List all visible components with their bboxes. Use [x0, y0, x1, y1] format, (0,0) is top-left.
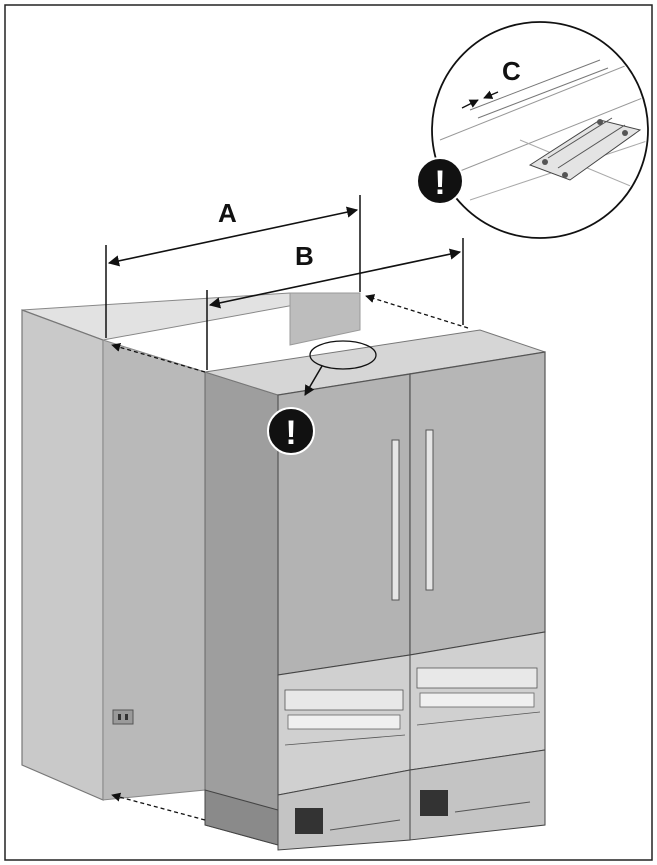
detail-pointer — [304, 365, 323, 396]
placement-arrow-bottom — [111, 792, 206, 821]
cabinet-inner-face — [102, 339, 206, 801]
dim-c-arrow-right — [483, 90, 499, 99]
warning-icon: ! — [267, 407, 315, 455]
right-base — [409, 749, 546, 841]
dim-c-arrow-left — [461, 99, 479, 109]
label-a: A — [218, 198, 237, 228]
left-compressor — [295, 808, 323, 834]
warning-icon-detail: ! — [416, 157, 464, 205]
cabinet-left-panel — [21, 309, 104, 801]
dim-a-arrow — [107, 206, 359, 267]
appliance-side — [204, 371, 279, 846]
warning-symbol: ! — [285, 414, 296, 452]
power-outlet — [112, 709, 134, 725]
left-door-handle — [391, 439, 400, 601]
right-door-handle — [425, 429, 434, 591]
placement-arrow-top-right — [365, 294, 469, 329]
magnifier-circle — [431, 21, 649, 239]
warning-symbol-detail: ! — [434, 164, 445, 202]
dimension-lines — [105, 195, 469, 821]
label-b: B — [295, 241, 314, 271]
right-compressor — [420, 790, 448, 816]
placement-arrow-top-left — [111, 342, 206, 373]
appliance-pair — [204, 329, 546, 851]
anti-tip-bracket — [528, 119, 642, 181]
dim-b-arrow — [208, 248, 462, 309]
label-c: C — [502, 56, 521, 86]
detail-highlight-ellipse — [309, 340, 377, 370]
